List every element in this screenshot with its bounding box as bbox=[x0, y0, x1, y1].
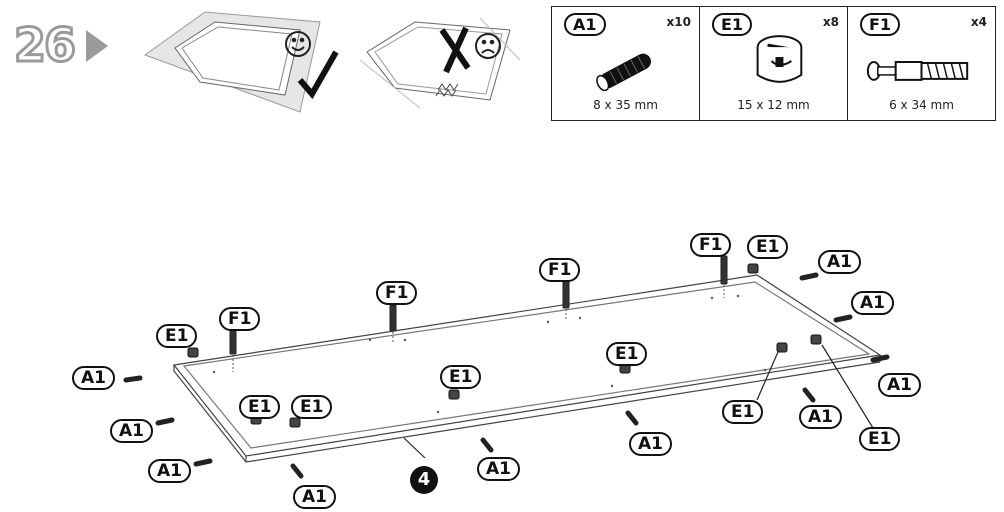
f1-bolts bbox=[229, 255, 728, 355]
checkmark-icon bbox=[297, 50, 339, 100]
bad-surface-illustration bbox=[359, 17, 521, 109]
a1-dowels bbox=[123, 272, 890, 479]
parts-list: A1 x10 8 x 35 mm E1 x8 15 x 12 mm bbox=[551, 6, 996, 121]
callout-e1: E1 bbox=[291, 395, 333, 419]
part-code: E1 bbox=[712, 13, 753, 36]
good-surface-illustration bbox=[143, 11, 321, 113]
callout-a1: A1 bbox=[293, 485, 336, 509]
callout-e1: E1 bbox=[606, 342, 648, 366]
panel-frame bbox=[172, 274, 882, 463]
part-code: A1 bbox=[564, 13, 606, 36]
callout-a1: A1 bbox=[629, 432, 672, 456]
callout-e1: E1 bbox=[722, 400, 764, 424]
callout-f1: F1 bbox=[690, 233, 732, 257]
smiley-icon bbox=[285, 31, 311, 57]
cam-lock-icon bbox=[756, 35, 803, 83]
callout-a1: A1 bbox=[851, 291, 894, 315]
callout-e1: E1 bbox=[747, 235, 789, 259]
callout-f1: F1 bbox=[219, 307, 261, 331]
callout-a1: A1 bbox=[818, 250, 861, 274]
part-code: F1 bbox=[860, 13, 901, 36]
part-qty: x4 bbox=[970, 15, 987, 29]
bolt-leader-lines bbox=[232, 285, 725, 372]
callout-e1: E1 bbox=[239, 395, 281, 419]
cross-icon bbox=[439, 26, 471, 74]
callout-f1: F1 bbox=[376, 281, 418, 305]
dowel-icon bbox=[596, 53, 651, 92]
hole-marks bbox=[212, 294, 767, 414]
callout-a1: A1 bbox=[878, 373, 921, 397]
panel-number-badge: 4 bbox=[410, 466, 438, 494]
part-qty: x10 bbox=[666, 15, 691, 29]
callout-f1: F1 bbox=[539, 258, 581, 282]
callout-e1: E1 bbox=[440, 365, 482, 389]
part-size: 8 x 35 mm bbox=[593, 98, 658, 112]
step-arrow-icon bbox=[86, 30, 108, 62]
step-number: 26 bbox=[12, 18, 77, 72]
frown-icon bbox=[475, 33, 501, 59]
callout-e1: E1 bbox=[859, 427, 901, 451]
part-a1: A1 x10 8 x 35 mm bbox=[552, 7, 700, 120]
callout-a1: A1 bbox=[72, 366, 115, 390]
part-qty: x8 bbox=[822, 15, 839, 29]
callout-a1: A1 bbox=[477, 457, 520, 481]
part-e1: E1 x8 15 x 12 mm bbox=[700, 7, 848, 120]
part-f1: F1 x4 6 x 34 mm bbox=[848, 7, 995, 120]
callout-a1: A1 bbox=[110, 419, 153, 443]
part-size: 15 x 12 mm bbox=[737, 98, 810, 112]
callout-e1: E1 bbox=[156, 324, 198, 348]
callout-a1: A1 bbox=[148, 459, 191, 483]
callout-arrows bbox=[403, 344, 874, 459]
callout-a1: A1 bbox=[799, 405, 842, 429]
e1-cam-locks bbox=[187, 263, 822, 428]
part-size: 6 x 34 mm bbox=[889, 98, 954, 112]
cam-bolt-icon bbox=[866, 61, 969, 81]
